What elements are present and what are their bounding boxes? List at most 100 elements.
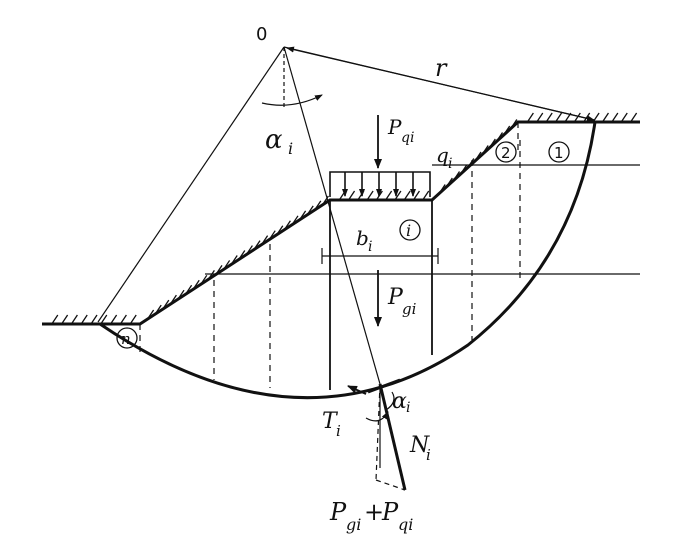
slip-surface-arc (99, 121, 597, 400)
slice-1-label: 1 (554, 144, 564, 162)
hatch-tick (412, 190, 420, 201)
hatch-tick (403, 190, 411, 201)
svg-text:P: P (329, 498, 347, 526)
hatch-tick (253, 240, 261, 250)
hatch-tick (185, 284, 193, 295)
hatch-tick (90, 314, 98, 325)
base-alpha-label: α (392, 389, 407, 414)
hatch-tick (119, 314, 127, 325)
hatch-tick (207, 269, 215, 280)
hatch-tick (80, 314, 88, 325)
slice-1-circle (548, 141, 570, 163)
hatch-tick (100, 314, 108, 325)
hatch-tick (245, 245, 253, 255)
hatch-tick (503, 125, 511, 136)
width-b-label: b (356, 226, 369, 250)
hatch-tick (215, 265, 223, 275)
hatch-tick (238, 250, 246, 260)
slice-n-label: n (121, 330, 131, 348)
hatch-tick (452, 171, 461, 181)
hatch-tick (460, 164, 468, 175)
resultant-label: P gi + P qi (329, 498, 413, 534)
center-label: 0 (256, 24, 267, 45)
hatch-tick (223, 260, 231, 270)
hatch-tick (422, 190, 430, 201)
hatch-tick (545, 112, 553, 123)
hatch-tick (467, 158, 475, 168)
ground-hatching (51, 112, 638, 325)
layer-lines (205, 164, 640, 275)
weight-sub: gi (402, 300, 417, 318)
hatch-tick (299, 210, 307, 221)
hatch-tick (438, 184, 446, 194)
radius-label: r (435, 54, 448, 82)
hatch-tick (192, 279, 200, 290)
hatch-tick (611, 112, 619, 123)
hatch-tick (488, 138, 496, 149)
normal-sub: i (426, 446, 431, 464)
force-triangle (347, 378, 407, 491)
hatch-tick (630, 112, 638, 123)
hatch-tick (147, 309, 155, 320)
hatch-tick (129, 314, 137, 325)
hatch-tick (276, 225, 284, 236)
slice-n-circle (116, 327, 138, 349)
hatch-tick (283, 220, 291, 231)
ground-surface (42, 120, 640, 326)
hatch-tick (200, 274, 208, 285)
slice-2-label: 2 (501, 144, 511, 162)
hatch-tick (51, 314, 59, 325)
hatch-tick (348, 190, 356, 201)
width-b-sub: i (368, 239, 372, 255)
svg-text:+: + (364, 498, 384, 526)
slice-i-label: i (406, 221, 411, 240)
hatch-tick (61, 314, 69, 325)
hatch-tick (154, 304, 162, 315)
radius-arrow-back (286, 46, 595, 121)
hatch-tick (268, 230, 276, 241)
hatch-tick (445, 177, 453, 188)
slice-2-circle (495, 141, 517, 163)
slice-i-circle (399, 219, 421, 241)
hatch-tick (495, 132, 504, 142)
tangential-sub: i (336, 422, 341, 440)
hatch-tick (366, 190, 374, 201)
alpha-label: α (265, 125, 283, 155)
weight-label: P (387, 285, 404, 310)
radius-lines (97, 46, 595, 385)
center-angle-arc (261, 94, 323, 106)
hatch-tick (481, 145, 489, 155)
distributed-load (329, 171, 431, 197)
hatch-tick (70, 314, 78, 325)
hatch-tick (620, 112, 628, 123)
load-p-label: P (387, 115, 402, 139)
hatch-tick (169, 294, 177, 305)
slice-i (329, 200, 433, 390)
svg-text:qi: qi (398, 515, 413, 534)
alpha-sub: i (288, 139, 293, 158)
hatch-tick (554, 112, 563, 123)
hatch-tick (306, 205, 314, 216)
width-dimension (321, 248, 439, 264)
tangential-label: T (322, 409, 339, 434)
hatch-tick (314, 200, 322, 211)
hatch-tick (230, 255, 238, 265)
hatch-tick (261, 235, 269, 246)
load-q-label: q (436, 143, 449, 167)
load-q-sub: i (448, 156, 452, 172)
hatch-tick (162, 299, 170, 310)
hatch-tick (573, 112, 581, 123)
hatch-tick (474, 151, 482, 162)
hatch-tick (110, 314, 118, 325)
hatch-tick (536, 112, 544, 123)
slice-boundaries (139, 122, 521, 388)
svg-text:P: P (381, 498, 399, 526)
load-p-sub: qi (401, 130, 414, 146)
normal-label: N (409, 433, 430, 458)
hatch-tick (526, 112, 534, 123)
hatch-tick (601, 112, 610, 123)
hatch-tick (510, 119, 518, 129)
hatch-tick (177, 289, 185, 300)
